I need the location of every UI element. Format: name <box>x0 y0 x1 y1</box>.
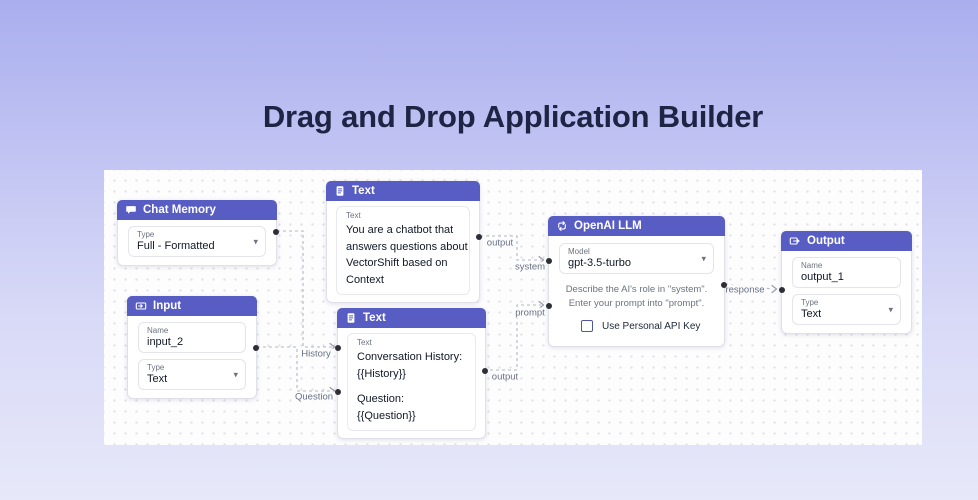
node-chat-memory-header[interactable]: Chat Memory <box>117 200 277 220</box>
input-output-handle[interactable] <box>253 345 259 351</box>
checkbox-label: Use Personal API Key <box>602 320 701 332</box>
output-icon <box>789 235 801 247</box>
node-text-system-header[interactable]: Text <box>326 181 480 201</box>
node-output[interactable]: Output Name output_1 Type Text ▾ <box>779 231 912 334</box>
llm-description-line: Enter your prompt into "prompt". <box>568 297 705 309</box>
edge-text-to-system <box>480 235 541 261</box>
input-icon <box>135 300 147 312</box>
node-text-prompt-header[interactable]: Text <box>337 308 486 328</box>
chat-memory-type-select[interactable]: Type Full - Formatted ▾ <box>128 226 266 257</box>
field-label: Name <box>801 261 823 270</box>
chevron-down-icon[interactable]: ▾ <box>888 304 893 314</box>
field-label: Text <box>357 338 372 347</box>
edge-chatmemory-to-history <box>277 230 332 348</box>
output-type-select[interactable]: Type Text ▾ <box>792 294 901 325</box>
input-type-select[interactable]: Type Text ▾ <box>138 359 246 390</box>
text-line <box>357 382 466 391</box>
field-label: Type <box>801 298 819 307</box>
node-input-header[interactable]: Input <box>127 296 257 316</box>
edge-label-response: response <box>723 284 767 296</box>
text-line: answers questions about <box>346 240 468 253</box>
text-prompt-output-handle[interactable] <box>482 368 488 374</box>
field-label: Text <box>346 211 361 220</box>
page-title: Drag and Drop Application Builder <box>262 99 764 134</box>
arrowhead-icon <box>771 284 778 294</box>
text-line: Context <box>346 273 384 286</box>
text-line: Question: <box>357 393 405 405</box>
llm-model-select[interactable]: Model gpt-3.5-turbo ▾ <box>559 243 714 274</box>
text-system-output-handle[interactable] <box>476 234 482 240</box>
arrowhead-icon <box>538 300 545 310</box>
text-line: Conversation History: <box>357 351 463 363</box>
node-text-system[interactable]: Text Text You are a chatbot that answers… <box>326 181 482 303</box>
text-line: You are a chatbot that <box>346 224 454 236</box>
chevron-down-icon[interactable]: ▾ <box>253 236 258 246</box>
text-line: {{Question}} <box>357 409 416 422</box>
edge-label-output-system: output <box>484 237 516 249</box>
node-input[interactable]: Input Name input_2 Type Text ▾ <box>127 296 259 399</box>
node-title: Input <box>153 300 182 312</box>
chevron-down-icon[interactable]: ▾ <box>701 253 706 263</box>
llm-response-output-handle[interactable] <box>721 282 727 288</box>
output-name-field[interactable]: Name output_1 <box>792 257 901 288</box>
repeat-icon <box>556 220 568 232</box>
node-title: Text <box>352 185 375 197</box>
node-title: Chat Memory <box>143 204 216 216</box>
edge-label-system: system <box>512 261 548 273</box>
field-label: Type <box>137 230 155 239</box>
field-label: Name <box>147 326 169 335</box>
flow-canvas[interactable]: output system prompt output History Ques… <box>104 170 922 445</box>
edge-label-prompt: prompt <box>513 307 547 319</box>
chevron-down-icon[interactable]: ▾ <box>233 369 238 379</box>
edge-text-to-prompt <box>484 304 541 371</box>
document-icon <box>345 312 357 324</box>
field-value: gpt-3.5-turbo <box>568 257 631 269</box>
node-chat-memory[interactable]: Chat Memory Type Full - Formatted ▾ <box>117 200 279 266</box>
node-title: OpenAI LLM <box>574 220 642 232</box>
node-openai-llm-header[interactable]: OpenAI LLM <box>548 216 725 236</box>
document-icon <box>334 185 346 197</box>
field-value: output_1 <box>801 271 844 283</box>
text-content-field[interactable]: Text You are a chatbot that answers ques… <box>336 206 470 295</box>
node-openai-llm[interactable]: OpenAI LLM Model gpt-3.5-turbo ▾ Describ… <box>546 216 727 347</box>
use-personal-api-key-checkbox[interactable] <box>581 320 593 332</box>
text-content-field[interactable]: Text Conversation History: {{History}} Q… <box>347 333 476 431</box>
edge-label-question: Question <box>292 391 336 403</box>
text-prompt-question-input-handle[interactable] <box>335 389 341 395</box>
field-value: Text <box>147 373 168 385</box>
field-value: Text <box>801 308 822 320</box>
chat-memory-output-handle[interactable] <box>273 229 279 235</box>
input-name-field[interactable]: Name input_2 <box>138 322 246 353</box>
chat-bubble-icon <box>125 204 137 216</box>
node-text-prompt[interactable]: Text Text Conversation History: {{Histor… <box>335 308 488 439</box>
output-input-handle[interactable] <box>779 287 785 293</box>
field-value: input_2 <box>147 336 184 348</box>
edge-input-to-question <box>257 346 332 392</box>
node-output-header[interactable]: Output <box>781 231 912 251</box>
llm-description-line: Describe the AI's role in "system". <box>565 284 708 295</box>
llm-prompt-input-handle[interactable] <box>546 303 552 309</box>
field-value: Full - Formatted <box>137 240 215 252</box>
text-prompt-history-input-handle[interactable] <box>335 345 341 351</box>
llm-system-input-handle[interactable] <box>546 258 552 264</box>
node-title: Text <box>363 312 386 324</box>
field-label: Type <box>147 363 165 372</box>
field-label: Model <box>568 247 590 256</box>
edge-label-history: History <box>299 348 333 360</box>
node-title: Output <box>807 235 845 247</box>
text-line: {{History}} <box>357 367 406 380</box>
edge-label-output-prompt: output <box>489 371 521 383</box>
text-line: VectorShift based on <box>346 257 448 269</box>
